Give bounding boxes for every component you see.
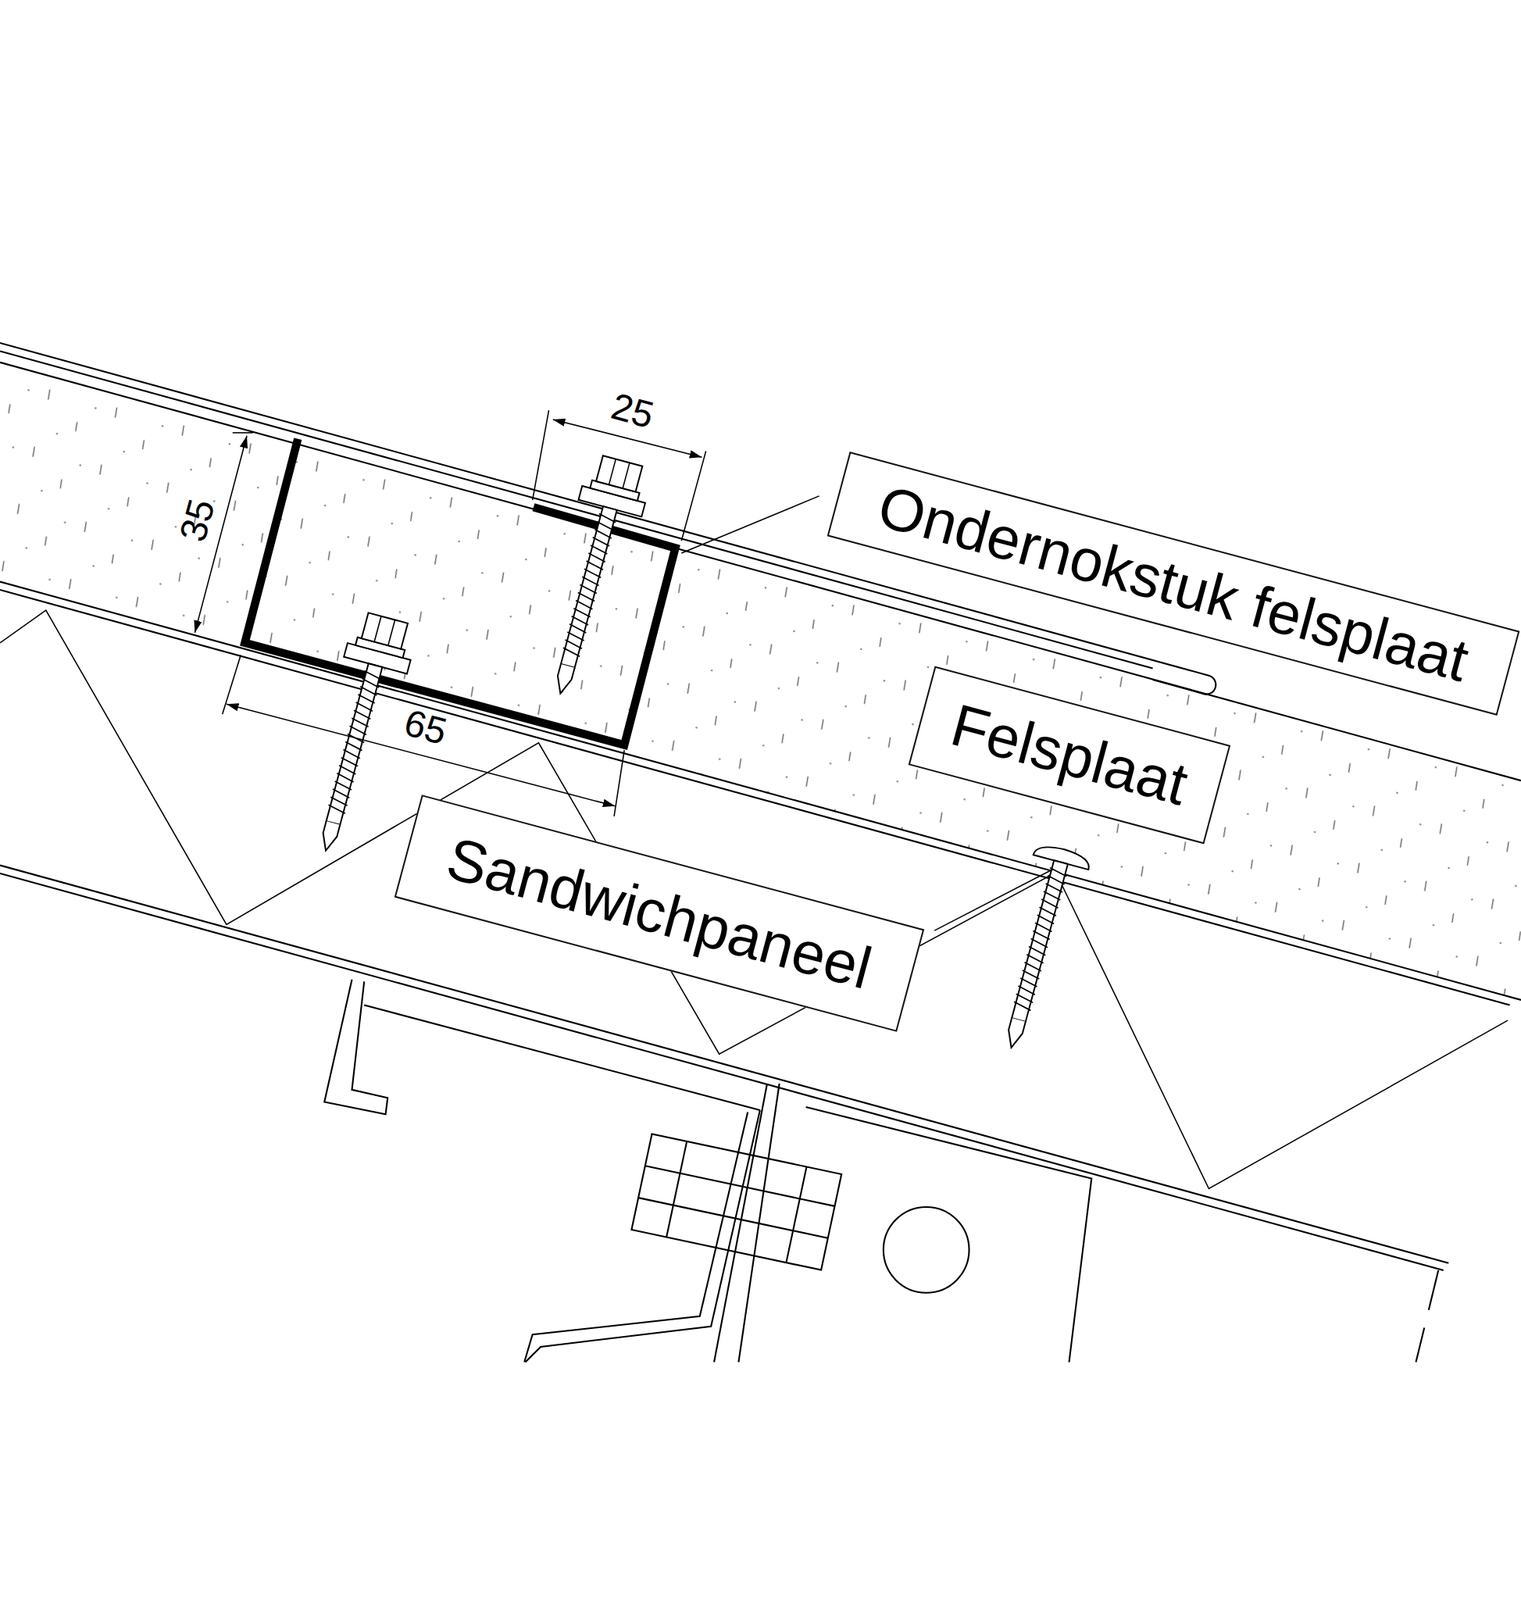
dimension-label: 65 <box>400 703 451 751</box>
dimension-label: 25 <box>607 387 658 435</box>
part-label: Sandwichpaneel <box>439 824 878 1001</box>
